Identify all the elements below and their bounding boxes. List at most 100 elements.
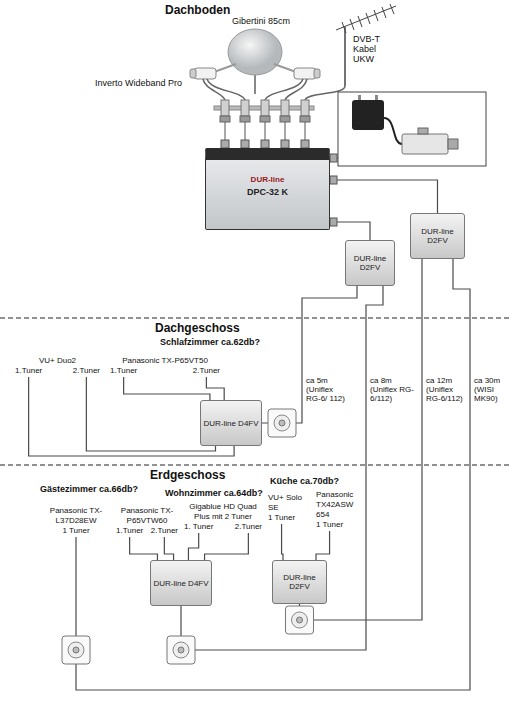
lnb	[190, 69, 196, 78]
room-label: Wohnzimmer ca.64db?	[165, 488, 263, 499]
receiver: Panasonic TX42ASW 6541 Tuner	[316, 489, 360, 531]
multiswitch-output	[330, 176, 337, 184]
tuner-label: 2.Tuner	[193, 366, 220, 376]
tuner-label: 1 Tuner	[316, 520, 343, 530]
lnb-cable	[265, 79, 303, 100]
device-name: Panasonic TX-P65VT50	[110, 356, 220, 366]
coax-cable	[76, 259, 470, 690]
floor-heading: Erdgeschoss	[150, 468, 225, 482]
tuner-label: 1 Tuner	[268, 513, 295, 523]
coax-cable	[262, 286, 357, 423]
tuner-row: 1.Tuner2.Tuner	[116, 526, 178, 536]
wall-socket	[297, 617, 303, 623]
tuner-row: 1 Tuner	[316, 520, 360, 530]
wall-socket	[279, 420, 285, 426]
power-supply	[338, 92, 486, 166]
cable-label: ca 8m (Uniflex RG-6/112)	[370, 376, 414, 403]
dvb-t-antenna	[390, 4, 394, 14]
tuner-label: 1.Tuner	[15, 366, 42, 376]
coax-cable	[205, 533, 249, 560]
receiver: Panasonic TX-P65VT501.Tuner 2.Tuner	[110, 355, 220, 377]
splitter: DUR-line D4FV	[200, 400, 262, 446]
f-connector	[281, 140, 289, 148]
antenna-label: DVB-T Kabel UKW	[353, 34, 385, 64]
splitter-label: DUR-line D4FV	[153, 579, 209, 588]
f-connector	[245, 122, 246, 140]
multiswitch-output	[330, 154, 337, 162]
wall-socket	[292, 612, 308, 628]
receiver: Gigablue HD Quad Plus mit 2 Tuner1. Tune…	[184, 501, 262, 533]
tuner-label: 2.Tuner	[235, 522, 262, 532]
splitter: DUR-line D2FV	[410, 213, 465, 259]
satellite-dish	[214, 64, 236, 72]
f-connector	[225, 122, 226, 140]
f-connector	[301, 140, 309, 148]
f-connector	[261, 100, 269, 116]
tuner-label: 1 Tuner	[62, 526, 89, 536]
f-connector	[241, 100, 249, 116]
tuner-label: 1.Tuner	[110, 366, 137, 376]
f-connector	[261, 140, 269, 148]
f-connector	[240, 116, 250, 122]
coax-cable	[282, 524, 283, 560]
device-name: Panasonic TX-P65VTW60	[116, 506, 178, 526]
splitter-label: DUR-line D2FV	[413, 227, 462, 245]
satellite-dish	[214, 29, 296, 94]
lnb-cable	[203, 79, 345, 100]
wall-socket	[73, 647, 79, 653]
power-supply	[352, 100, 384, 130]
floor-divider	[0, 465, 509, 466]
tuner-row: 1.Tuner 2.Tuner	[15, 366, 100, 376]
power-supply	[338, 92, 486, 166]
wall-socket	[173, 642, 189, 658]
wall-socket	[178, 647, 184, 653]
device-name: VU+ Solo SE	[268, 493, 312, 513]
room-label: Schlafzimmer ca.62db?	[160, 337, 260, 348]
multiswitch: DUR-lineDPC-32 K	[205, 148, 330, 230]
f-connector	[220, 116, 230, 122]
f-connector	[301, 100, 309, 116]
wall-socket	[268, 409, 296, 437]
dish-label: Gibertini 85cm	[232, 16, 290, 26]
f-connector	[214, 100, 314, 148]
f-connector	[241, 140, 249, 148]
satellite-dish	[274, 64, 296, 72]
splitter-label: DUR-line D2FV	[275, 573, 324, 591]
lnb	[294, 68, 316, 79]
multiswitch-output	[330, 218, 337, 226]
floor-heading: Dachgeschoss	[155, 321, 240, 335]
wall-socket	[62, 636, 90, 664]
room-label: Gästezimmer ca.66db?	[40, 484, 138, 495]
lnb	[190, 68, 320, 79]
tuner-row: 1 Tuner	[268, 513, 312, 523]
dvb-t-antenna	[382, 7, 386, 18]
f-connector	[285, 122, 286, 140]
lnb	[314, 69, 320, 78]
coax-cable	[206, 377, 224, 400]
wall-socket	[167, 636, 195, 664]
tuner-row: 1.Tuner 2.Tuner	[110, 366, 220, 376]
splitter: DUR-line D4FV	[150, 560, 212, 606]
tuner-label: 1.Tuner	[116, 526, 143, 536]
wall-socket	[62, 409, 314, 664]
lnb	[194, 68, 216, 79]
multiswitch-label: DUR-line	[206, 174, 329, 186]
device-name: Panasonic TX42ASW 654	[316, 490, 360, 520]
device-name: Panasonic TX-L37D28EW	[40, 506, 112, 526]
splitter: DUR-line D2FV	[272, 560, 327, 604]
receiver: VU+ Duo21.Tuner2.Tuner	[15, 355, 100, 377]
dvb-t-antenna	[344, 27, 346, 86]
cable-label: ca 30m (WISI MK90)	[474, 376, 506, 403]
tuner-label: 2.Tuner	[73, 366, 100, 376]
floor-divider	[0, 318, 509, 465]
splitter: DUR-line D2FV	[345, 240, 395, 286]
wall-socket	[68, 642, 84, 658]
satellite-dish	[228, 29, 282, 75]
power-supply	[384, 118, 402, 144]
lnb-label: Inverto Wideband Pro	[95, 78, 182, 88]
device-name: Gigablue HD Quad Plus mit 2 Tuner	[184, 502, 262, 522]
tuner-label: 1. Tuner	[184, 522, 213, 532]
coax-cable	[164, 537, 173, 560]
